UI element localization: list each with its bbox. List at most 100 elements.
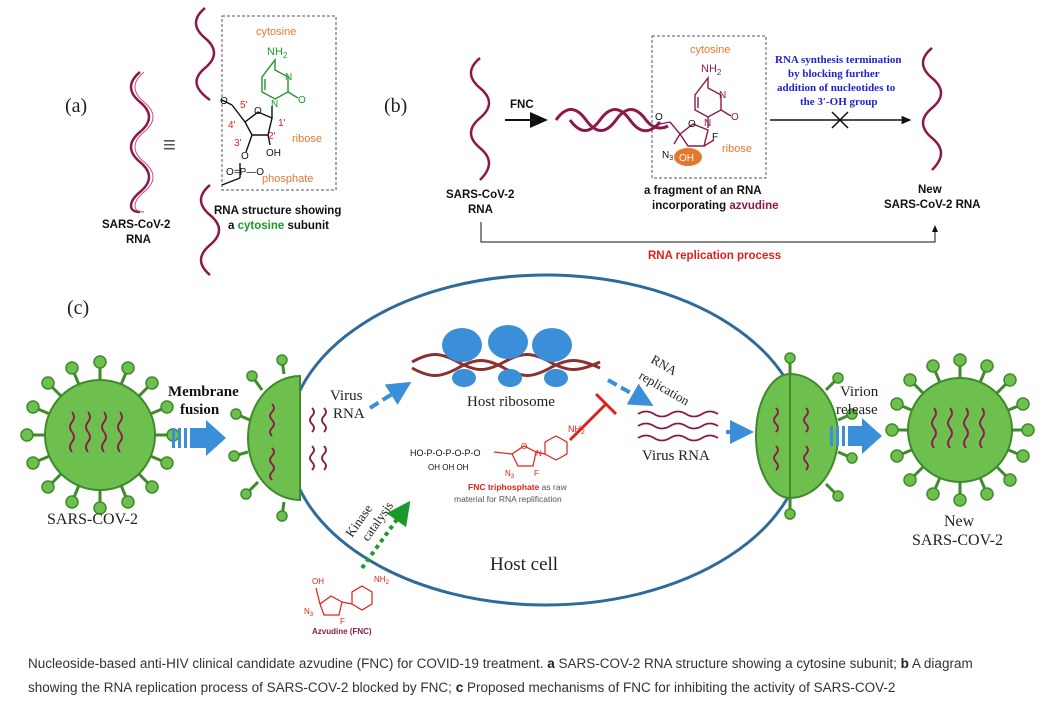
cytosine-ring-icon (659, 75, 732, 147)
termination-note: addition of nucleotides to (777, 82, 896, 94)
prime-5: 5' (240, 100, 248, 111)
caption-c-text: Proposed mechanisms of FNC for inhibitin… (463, 680, 896, 695)
panel-a-label: (a) (65, 95, 87, 117)
figure-caption: Nucleoside-based anti-HIV clinical candi… (28, 652, 1018, 700)
n-atom: N (719, 90, 726, 101)
ribose-ring-icon (221, 99, 273, 186)
o-atom: O (521, 442, 527, 451)
n-atom: N (271, 99, 278, 110)
sars-cov-2-virus-icon (20, 355, 180, 515)
replication-label: RNA replication process (648, 250, 781, 262)
rna-label: SARS-CoV-2 (102, 219, 170, 231)
phosphate-oh-row: OH OH OH (428, 463, 469, 472)
rna-strand-icon (469, 57, 491, 181)
phosphate-chain: HO-P-O-P-O-P-O (410, 448, 481, 458)
fragment-caption: a fragment of an RNA (644, 185, 762, 197)
termination-note: by blocking further (788, 68, 880, 80)
fusion-arrow-icon (172, 420, 226, 456)
ribose-label: ribose (292, 133, 322, 145)
phosphate-label: phosphate (262, 173, 313, 185)
azvudine-label: Azvudine (FNC) (312, 627, 372, 636)
panel-a-caption: a cytosine subunit (228, 220, 329, 232)
caption-intro: Nucleoside-based anti-HIV clinical candi… (28, 656, 548, 671)
replication-arrow (607, 378, 654, 406)
membrane-fusion-label: fusion (180, 402, 220, 418)
prime-3: 3' (234, 138, 242, 149)
nh2-label: NH2 (701, 63, 722, 77)
caption-a-marker: a (547, 656, 555, 671)
fnc-triphosphate-label: material for RNA replification (454, 494, 562, 504)
figure-canvas: (a) SARS-CoV-2 RNA ≡ cytosine NH2 N N O (20, 7, 1035, 636)
host-ribosome-label: Host ribosome (467, 394, 555, 410)
kinase-arrow (360, 500, 411, 570)
nh2-label: NH2 (267, 46, 288, 60)
o-atom: O (655, 112, 663, 123)
panel-c: (c) Host cell S (20, 273, 1035, 636)
caption-a-text: SARS-COV-2 RNA structure showing a cytos… (554, 656, 901, 671)
n3-label: N3 (662, 150, 673, 162)
rna-strand-icon (129, 71, 151, 214)
o-atom: O (254, 106, 262, 117)
rna-strand-icon (134, 71, 154, 213)
host-cell-label: Host cell (490, 554, 558, 575)
new-sars-cov-2-virus-icon (885, 353, 1035, 507)
sars-label: SARS-COV-2 (47, 511, 138, 528)
rna-label: SARS-CoV-2 (446, 189, 514, 201)
oh-label: OH (679, 153, 694, 164)
panel-c-label: (c) (67, 297, 89, 319)
cytosine-ring-icon (261, 57, 299, 100)
virion-release-label: Virion (840, 384, 879, 400)
prime-1: 1' (278, 118, 286, 129)
rna-label: RNA (126, 234, 151, 246)
panel-b-label: (b) (384, 95, 407, 117)
rna-strand-icon (194, 7, 216, 102)
oh-highlight-icon (674, 148, 702, 166)
replication-bracket (480, 222, 938, 243)
inhibition-icon (568, 392, 618, 442)
fnc-triphosphate-label: FNC triphosphate as raw (468, 482, 568, 492)
host-ribosome-icon (411, 325, 601, 387)
n-atom: N (536, 449, 542, 458)
caption-b-text: A diagram showing the RNA replication pr… (28, 656, 973, 695)
virus-rna-right-label: Virus RNA (642, 448, 710, 464)
new-rna-label: New (918, 184, 942, 196)
equivalent-sign: ≡ (163, 132, 176, 157)
panel-a: (a) SARS-CoV-2 RNA ≡ cytosine NH2 N N O (65, 7, 341, 276)
caption-c-marker: c (455, 680, 464, 695)
new-sars-label: SARS-COV-2 (912, 532, 1003, 549)
o-atom: O (220, 96, 228, 107)
f-atom: F (712, 132, 718, 143)
caption-b-marker: b (900, 656, 909, 671)
oh-label: OH (312, 577, 324, 586)
f-atom: F (340, 617, 345, 626)
n-atom: N (285, 72, 292, 83)
rna-label: RNA (468, 204, 493, 216)
release-arrow-icon (830, 418, 882, 454)
rna-strand-icon (921, 47, 943, 171)
ribose-label: ribose (722, 143, 752, 155)
prime-4: 4' (228, 120, 236, 131)
o-atom: O (688, 119, 696, 130)
azvudine-structure: OH NH2 N3 F Azvudine (FNC) (304, 575, 390, 636)
budding-virus-icon (755, 352, 858, 520)
fnc-label: FNC (510, 99, 534, 111)
cytosine-label: cytosine (690, 44, 730, 56)
rna-strand-horizontal-icon (554, 108, 669, 132)
virion-release-label: release (836, 402, 878, 418)
rna-strand-horizontal-icon (568, 108, 662, 133)
virus-rna-copies-icon (637, 410, 719, 442)
n-atom: N (704, 118, 711, 129)
cytosine-label: cytosine (256, 26, 296, 38)
new-sars-label: New (944, 513, 975, 530)
panel-a-caption: RNA structure showing (214, 205, 341, 217)
membrane-fusion-label: Membrane (168, 384, 239, 400)
nucleotide-box (221, 15, 337, 191)
f-atom: F (534, 469, 539, 478)
termination-note: RNA synthesis termination (775, 54, 902, 66)
fusing-virus-icon (228, 354, 327, 522)
fragment-caption: incorporating azvudine (652, 200, 779, 212)
rna-strand-icon (199, 184, 221, 276)
o-atom: O (298, 95, 306, 106)
fnc-triphosphate-structure: HO-P-O-P-O-P-O OH OH OH NH2 N O N3 F FNC… (410, 424, 585, 504)
prime-2: 2' (268, 131, 276, 142)
